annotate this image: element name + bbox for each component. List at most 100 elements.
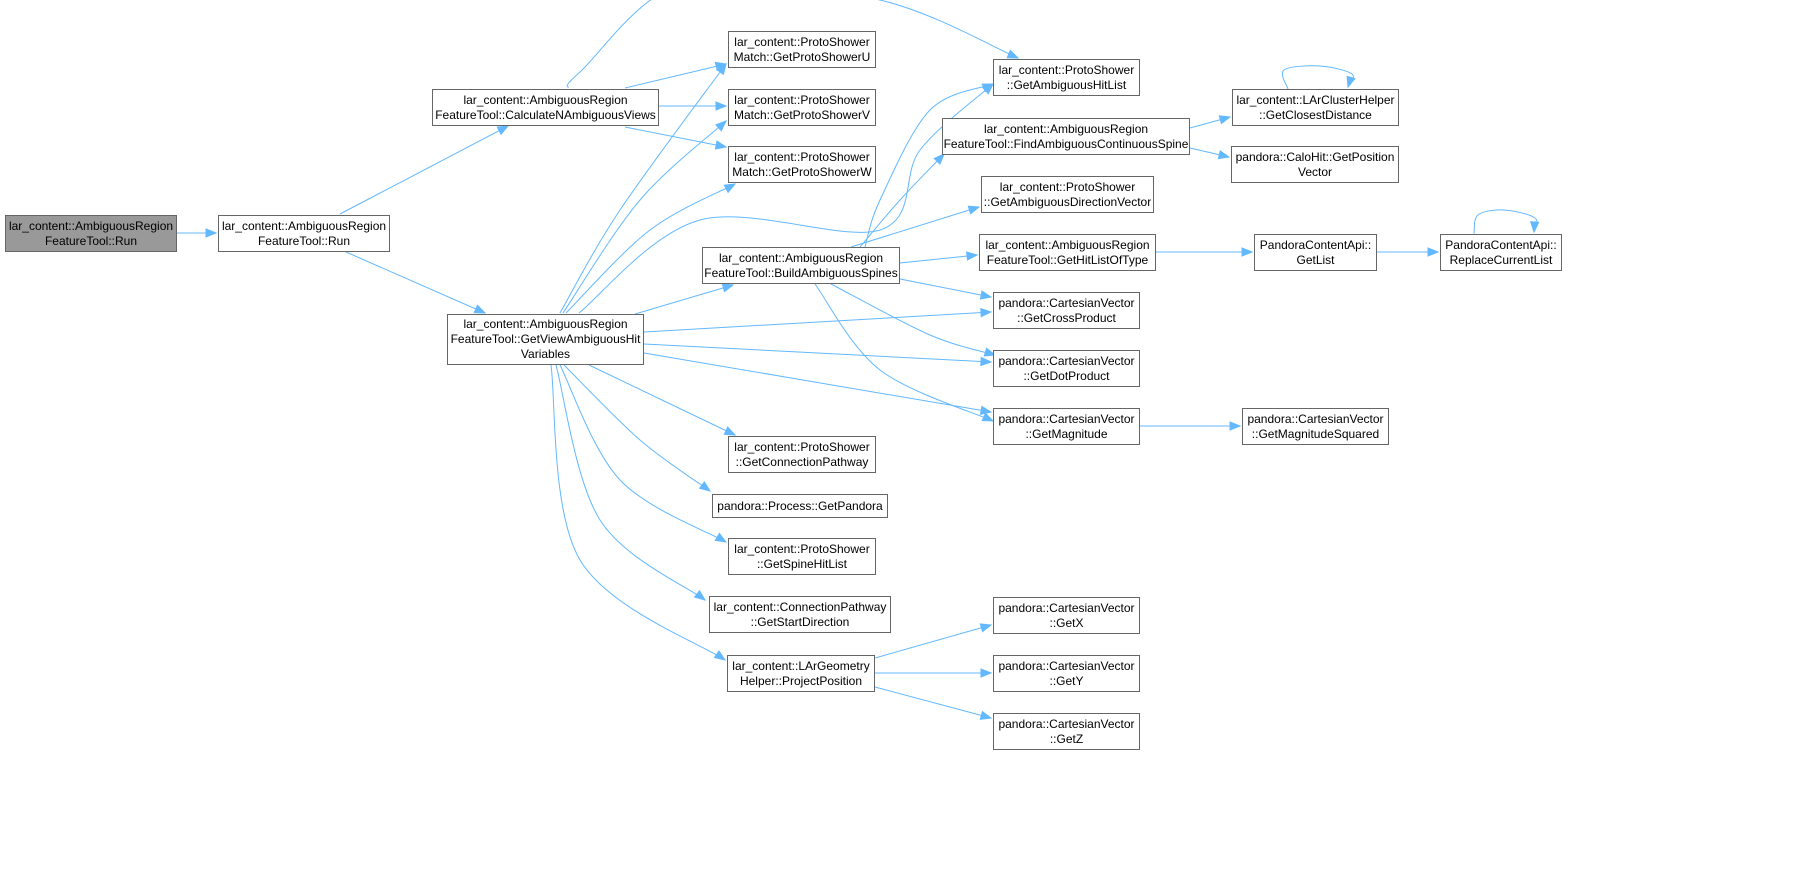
edge-n3-to-n6	[565, 183, 737, 314]
function-node-label-line: pandora::CartesianVector	[998, 600, 1135, 615]
edge-n3-to-n4	[559, 62, 727, 314]
edge-arrowhead	[980, 356, 993, 367]
edge-arrowhead	[205, 228, 218, 238]
edge-line	[899, 278, 992, 298]
function-node[interactable]: pandora::Process::GetPandora	[712, 494, 888, 518]
edge-n2-to-n7	[566, 0, 1020, 89]
function-node-label-line: Match::GetProtoShowerV	[733, 107, 871, 122]
edge-arrowhead	[693, 589, 707, 601]
edge-n14-to-n24	[1189, 147, 1231, 160]
edge-arrowhead	[496, 125, 510, 136]
function-node-label-line: PandoraContentApi::	[1259, 237, 1372, 252]
edge-n3-to-n19	[643, 352, 993, 415]
edge-arrowhead	[473, 304, 487, 314]
edge-n8-to-n7	[864, 83, 995, 248]
edge-arrowhead	[713, 650, 727, 661]
function-node-label-line: lar_content::AmbiguousRegion	[983, 121, 1149, 136]
edge-line	[874, 686, 992, 719]
edge-line	[850, 206, 980, 248]
edge-arrowhead	[716, 62, 727, 76]
edge-line	[565, 183, 736, 314]
edge-arrowhead	[1529, 221, 1540, 234]
edge-n8-to-n16	[899, 251, 979, 264]
edge-n3-to-n10	[563, 364, 712, 492]
function-node-label-line: ::GetDotProduct	[1023, 368, 1110, 383]
edge-line	[559, 63, 727, 314]
function-node-label-line: ::GetMagnitudeSquared	[1251, 426, 1380, 441]
function-node[interactable]: PandoraContentApi::ReplaceCurrentList	[1440, 234, 1562, 271]
edge-n19-to-n26	[1140, 421, 1242, 431]
function-node[interactable]: lar_content::ConnectionPathway::GetStart…	[709, 596, 891, 633]
edge-arrowhead	[1217, 150, 1231, 160]
edge-arrowhead	[1427, 247, 1440, 257]
edge-n3-to-n13	[550, 364, 727, 661]
function-node[interactable]: lar_content::ProtoShower::GetAmbiguousDi…	[981, 176, 1154, 213]
function-node-label-line: Match::GetProtoShowerU	[733, 49, 871, 64]
function-node-label-line: ::GetClosestDistance	[1259, 107, 1372, 122]
function-node-label-line: lar_content::AmbiguousRegion	[463, 92, 628, 107]
function-node-label-line: FeatureTool::Run	[257, 233, 351, 248]
edge-n13-to-n20	[874, 623, 993, 659]
edge-arrowhead	[967, 205, 981, 215]
edge-n8-to-n19	[814, 283, 995, 422]
edge-arrowhead	[1006, 49, 1020, 59]
function-node[interactable]: pandora::CartesianVector::GetCrossProduc…	[993, 292, 1140, 329]
edge-line	[1281, 65, 1354, 90]
function-node[interactable]: lar_content::LArClusterHelper::GetCloses…	[1232, 89, 1399, 126]
function-node[interactable]: lar_content::ProtoShower::GetSpineHitLis…	[728, 538, 876, 575]
function-node[interactable]: pandora::CartesianVector::GetY	[993, 655, 1140, 692]
edge-n8-to-n17	[899, 278, 993, 300]
function-node[interactable]: pandora::CartesianVector::GetMagnitudeSq…	[1242, 408, 1389, 445]
edge-line	[874, 624, 992, 659]
edge-n3-to-n12	[555, 364, 707, 601]
edge-line	[634, 284, 734, 315]
edge-n8-to-n14	[859, 153, 945, 248]
function-node-label-line: lar_content::AmbiguousRegion	[8, 218, 174, 233]
edge-line	[624, 63, 727, 89]
edge-line	[588, 364, 736, 436]
function-node-label-line: pandora::CartesianVector	[998, 716, 1135, 731]
edge-line	[1473, 209, 1538, 235]
function-node[interactable]: pandora::CartesianVector::GetZ	[993, 713, 1140, 750]
edge-line	[814, 283, 994, 422]
function-node-label-line: lar_content::ProtoShower	[734, 92, 870, 107]
function-node[interactable]: lar_content::ProtoShower::GetAmbiguousHi…	[993, 59, 1140, 96]
edge-line	[578, 83, 994, 314]
edge-n23-to-n23	[1281, 65, 1356, 90]
edge-line	[643, 343, 992, 363]
edge-line	[563, 364, 711, 492]
function-node[interactable]: pandora::CartesianVector::GetMagnitude	[993, 408, 1140, 445]
edge-line	[624, 126, 727, 148]
edge-line	[859, 153, 945, 248]
function-node-label-line: FeatureTool::GetHitListOfType	[986, 252, 1149, 267]
edge-line	[339, 125, 509, 215]
function-node-label-line: ::GetY	[1049, 673, 1084, 688]
function-node-label-line: pandora::Process::GetPandora	[717, 498, 883, 513]
function-node-label-line: Match::GetProtoShowerW	[732, 164, 872, 179]
function-node[interactable]: pandora::CartesianVector::GetX	[993, 597, 1140, 634]
edge-arrowhead	[979, 710, 993, 720]
function-node[interactable]: lar_content::ProtoShower::GetConnectionP…	[728, 436, 876, 473]
edge-arrowhead	[981, 83, 995, 93]
edge-line	[643, 352, 992, 413]
function-node-label-line: lar_content::ProtoShower	[734, 439, 870, 454]
function-node-label-line: ::GetX	[1049, 615, 1084, 630]
edge-arrowhead	[715, 120, 727, 132]
function-node[interactable]: pandora::CartesianVector::GetDotProduct	[993, 350, 1140, 387]
edge-line	[643, 311, 992, 333]
edge-n8-to-n18	[830, 283, 997, 357]
function-node[interactable]: PandoraContentApi::GetList	[1254, 234, 1377, 271]
